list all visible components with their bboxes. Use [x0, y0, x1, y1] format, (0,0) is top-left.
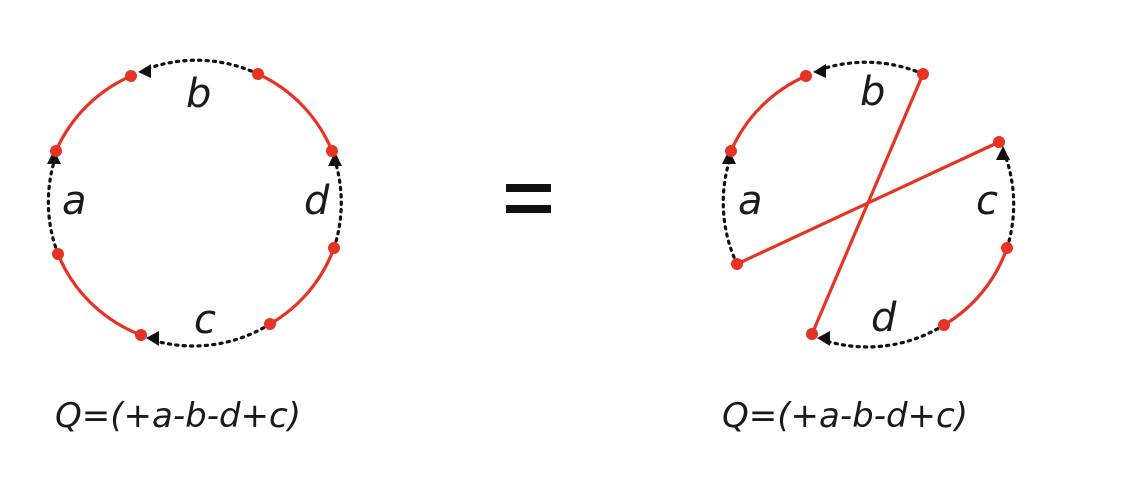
right-label-b: b: [860, 69, 885, 115]
right-node-1: [800, 70, 812, 82]
right-chord-a-to-c: [735, 140, 1001, 266]
right-arrowhead-a: [722, 150, 736, 164]
left-node-5: [52, 248, 64, 260]
left-diagram: a b c d Q=(+a-b-d+c): [46, 58, 343, 436]
right-label-c: c: [976, 178, 998, 224]
left-arc-bottom-left: [56, 252, 143, 337]
left-equation: Q=(+a-b-d+c): [55, 396, 301, 436]
right-dotted-a: [721, 160, 739, 266]
left-arc-top-left: [54, 74, 133, 153]
left-dotted-d: [332, 162, 343, 250]
left-label-a: a: [62, 178, 87, 224]
right-node-3: [725, 145, 737, 157]
left-arc-top-right: [256, 72, 334, 153]
left-node-6: [328, 242, 340, 254]
right-arrowhead-b: [813, 64, 826, 78]
right-diagram: a b c d Q=(+a-b-d+c): [721, 60, 1016, 436]
left-dotted-a: [46, 160, 60, 256]
right-equation: Q=(+a-b-d+c): [722, 396, 968, 436]
left-arrowhead-a: [47, 150, 61, 164]
left-node-4: [326, 145, 338, 157]
left-label-d: d: [304, 178, 330, 224]
right-node-4: [993, 136, 1005, 148]
right-arc-top-left: [729, 74, 808, 153]
right-arc-bottom-right: [942, 246, 1009, 327]
left-arc-bottom-right: [268, 246, 336, 326]
right-arrowhead-d: [817, 331, 830, 346]
left-arrowhead-c: [146, 331, 159, 346]
left-label-c: c: [194, 297, 216, 343]
left-node-2: [252, 68, 264, 80]
right-dotted-b: [817, 60, 925, 76]
left-node-7: [135, 329, 147, 341]
left-node-3: [50, 145, 62, 157]
left-arrowhead-b: [138, 64, 151, 78]
right-dotted-c: [1003, 153, 1016, 250]
right-node-8: [938, 319, 950, 331]
left-label-b: b: [186, 71, 211, 117]
right-dotted-d: [821, 323, 946, 349]
left-node-8: [264, 318, 276, 330]
right-arrowhead-c: [996, 146, 1010, 160]
right-label-a: a: [738, 178, 763, 224]
right-node-2: [917, 68, 929, 80]
left-arrowhead-d: [328, 152, 342, 166]
right-node-7: [806, 328, 818, 340]
left-dotted-b: [142, 58, 260, 76]
left-dotted-c: [150, 322, 272, 348]
equals-sign: [506, 184, 551, 213]
right-node-5: [731, 258, 743, 270]
right-node-6: [1001, 242, 1013, 254]
right-label-d: d: [871, 295, 897, 341]
left-node-1: [125, 70, 137, 82]
